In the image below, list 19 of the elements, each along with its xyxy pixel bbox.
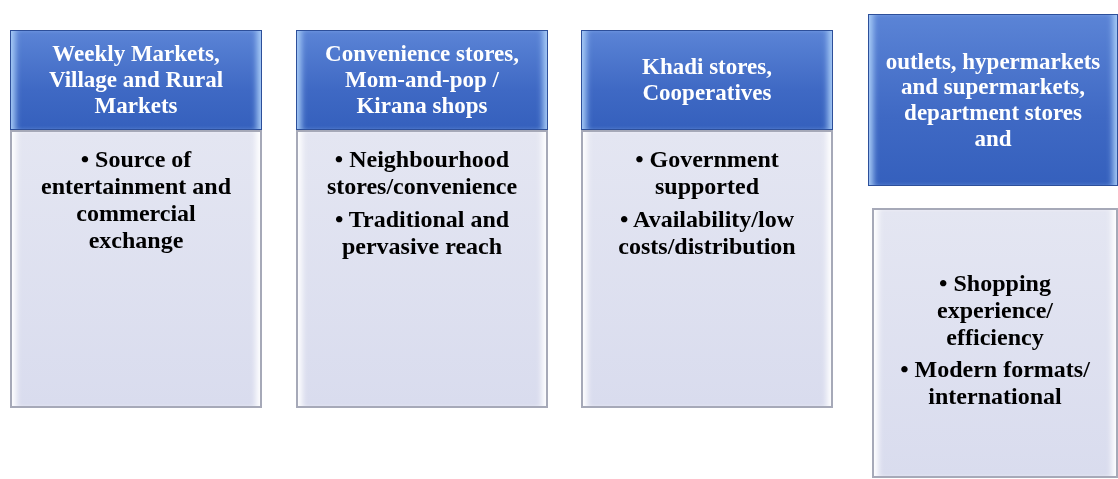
bullet-point: • Availability/low costs/distribution [617, 205, 797, 260]
category-header [10, 30, 262, 130]
header-text: Weekly Markets, Village and Rural Markets [47, 41, 225, 119]
category-header [581, 30, 833, 130]
header-text: Khadi stores, Cooperatives [641, 54, 773, 106]
category-header [296, 30, 548, 130]
bullet-point: • Government supported [634, 146, 780, 200]
description-panel [581, 130, 833, 408]
bullet-point: • Source of entertainment and commercial exchange [40, 146, 232, 254]
description-panel [10, 130, 262, 408]
bullet-point: • Shopping experience/ efficiency [936, 269, 1054, 351]
bullet-point: • Traditional and pervasive reach [333, 205, 511, 260]
bullet-point: • Modern formats/ international [899, 356, 1091, 411]
bullet-point: • Neighbourhood stores/convenience [325, 146, 519, 200]
description-panel [872, 208, 1118, 478]
header-text: Convenience stores, Mom-and-pop / Kirana shops [324, 41, 520, 119]
header-text: outlets, hypermarkets and supermarkets, department stores and [885, 48, 1101, 152]
description-panel [296, 130, 548, 408]
category-header [868, 14, 1118, 186]
